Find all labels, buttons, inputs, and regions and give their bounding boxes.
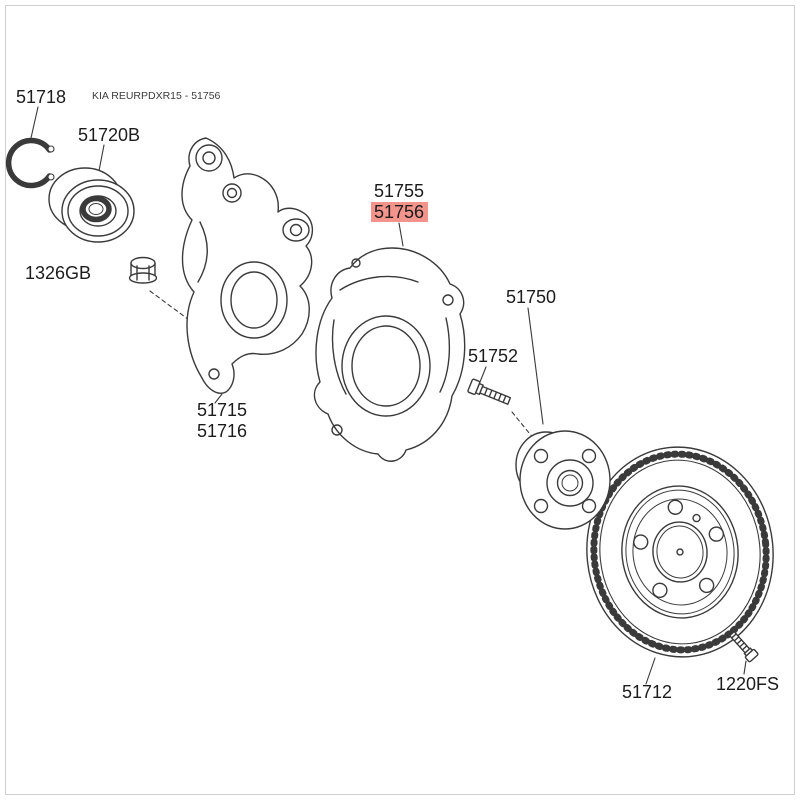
part-label-hub-bolt[interactable]: 51752 [468, 346, 518, 366]
catalog-reference: KIA REURPDXR15 - 51756 [92, 90, 221, 102]
part-label-disc-screw[interactable]: 1220FS [716, 674, 779, 694]
wheel-bearing-drawing [48, 167, 135, 243]
part-label-knuckle-b[interactable]: 51716 [197, 421, 247, 441]
part-label-hub[interactable]: 51750 [506, 287, 556, 307]
lock-nut-drawing [128, 256, 158, 284]
part-label-brake-disc[interactable]: 51712 [622, 682, 672, 702]
part-label-dust-shield-b-highlighted[interactable]: 51756 [374, 202, 424, 222]
highlight-box [371, 202, 428, 222]
disc-screw-drawing [728, 630, 759, 663]
snap-ring-drawing [5, 137, 55, 189]
labels-layer: 51718 KIA REURPDXR15 - 51756 51720B 1326… [16, 87, 779, 702]
part-label-dust-shield-a[interactable]: 51755 [374, 181, 424, 201]
dust-shield-drawing [313, 247, 466, 462]
hub-drawing [515, 430, 611, 530]
brake-disc-drawing [586, 446, 774, 658]
steering-knuckle-drawing [181, 137, 313, 394]
part-label-knuckle-a[interactable]: 51715 [197, 400, 247, 420]
part-label-lock-nut[interactable]: 1326GB [25, 263, 91, 283]
part-label-snap-ring[interactable]: 51718 [16, 87, 66, 107]
drawing-layer [5, 106, 774, 685]
hub-bolt-drawing [467, 378, 512, 405]
part-label-bearing[interactable]: 51720B [78, 125, 140, 145]
